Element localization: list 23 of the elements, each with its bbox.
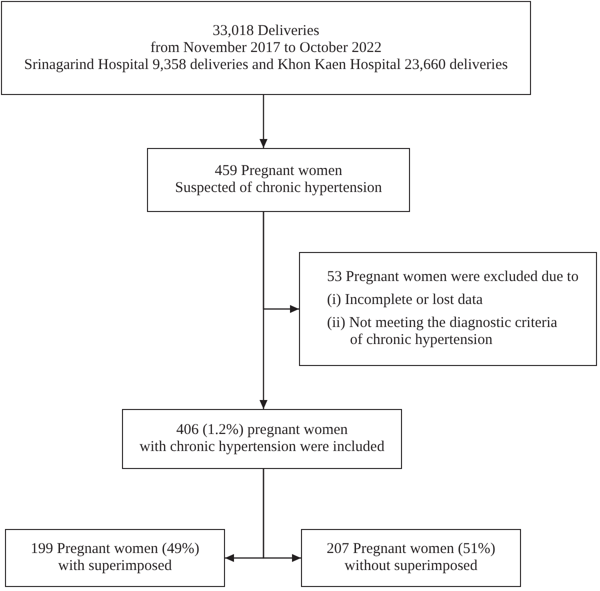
box-text: from November 2017 to October 2022 — [150, 40, 382, 56]
exclusion-box — [299, 252, 597, 366]
box-text: 459 Pregnant women — [214, 163, 342, 180]
box-text: 53 Pregnant women were excluded due to — [327, 269, 579, 286]
box-text: Suspected of chronic hypertension — [174, 180, 382, 197]
box-text: 33,018 Deliveries — [212, 22, 320, 40]
box-text: with chronic hypertension were included — [140, 439, 384, 456]
process-box — [5, 529, 225, 587]
process-box — [147, 148, 410, 212]
box-text: 199 Pregnant women (49%) — [30, 541, 200, 558]
list-item-text: (ii) Not meeting the diagnostic criteria of chronic hypertension — [327, 315, 558, 349]
arrow — [260, 95, 268, 148]
box-text: 406 (1.2%) pregnant women — [176, 422, 348, 439]
list-item-text: (i) Incomplete or lost data — [327, 292, 484, 309]
process-box — [1, 1, 531, 95]
process-box — [122, 409, 402, 469]
arrow — [262, 469, 301, 562]
box-text: Srinagarind Hospital 9,358 deliveries and Khon Kaen Hospital 23,660 deliveries — [24, 56, 508, 74]
arrow — [260, 212, 268, 409]
box-text: without superimposed — [344, 558, 478, 575]
box-text: 207 Pregnant women (51%) — [326, 541, 496, 558]
process-box — [301, 529, 521, 587]
box-text: with superimposed — [58, 558, 172, 575]
